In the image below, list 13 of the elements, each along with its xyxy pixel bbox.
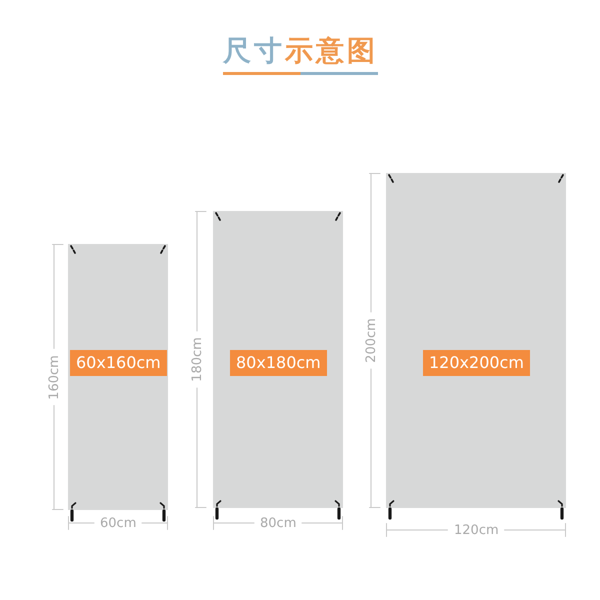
banner-panel: [386, 173, 566, 508]
size-label: 80x180cm: [230, 350, 327, 376]
dimension-label: 120cm: [454, 523, 499, 538]
banner-panel: [68, 244, 168, 510]
dimension-label: 180cm: [190, 337, 205, 382]
dimension-label: 60cm: [100, 516, 136, 531]
dimension-label: 200cm: [364, 318, 379, 363]
title: 尺寸示意图: [223, 34, 378, 68]
size-label: 60x160cm: [70, 350, 167, 376]
dimension-label: 160cm: [46, 355, 62, 400]
size-label: 120x200cm: [423, 350, 530, 376]
dimension-label: 80cm: [260, 516, 296, 531]
banner-panel: [213, 211, 343, 508]
